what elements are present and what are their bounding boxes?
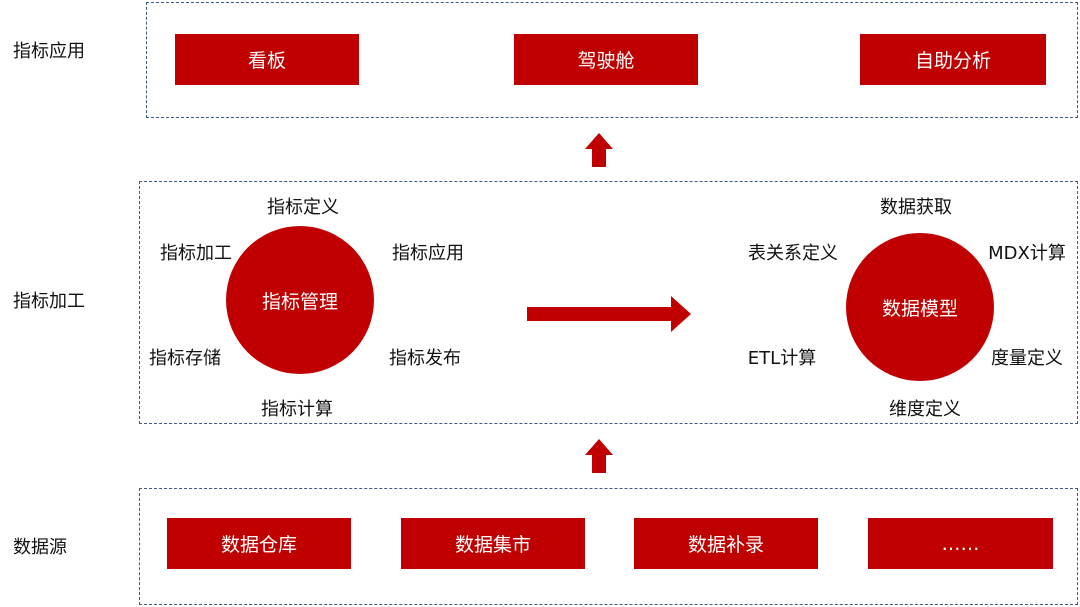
etl-calc-label: ETL计算 (747, 348, 817, 369)
metric-management-circle: 指标管理 (226, 226, 374, 374)
measure-definition-label: 度量定义 (991, 348, 1063, 369)
metric-processing-label: 指标加工 (160, 243, 232, 264)
app-box-dashboard: 看板 (175, 34, 359, 85)
dimension-definition-label: 维度定义 (889, 399, 961, 420)
metric-publish-label: 指标发布 (389, 348, 461, 369)
table-relation-label: 表关系定义 (748, 243, 838, 264)
right-arrow-icon (527, 296, 691, 332)
data-acquisition-label: 数据获取 (880, 197, 952, 218)
mdx-calc-label: MDX计算 (988, 243, 1066, 264)
apps-panel (146, 2, 1078, 118)
metric-storage-label: 指标存储 (149, 348, 221, 369)
row-label-processing: 指标加工 (13, 291, 85, 312)
metric-calculation-label: 指标计算 (261, 399, 333, 420)
up-arrow-icon (585, 439, 613, 473)
processing-panel (139, 181, 1078, 424)
row-label-sources: 数据源 (13, 537, 67, 558)
metric-definition-label: 指标定义 (267, 197, 339, 218)
row-label-apps: 指标应用 (13, 41, 85, 62)
source-box-mart: 数据集市 (401, 518, 585, 569)
up-arrow-icon (585, 133, 613, 167)
data-model-circle: 数据模型 (846, 233, 994, 381)
source-box-more: …… (868, 518, 1053, 569)
sources-panel (139, 488, 1078, 605)
source-box-warehouse: 数据仓库 (167, 518, 351, 569)
source-box-supplement: 数据补录 (634, 518, 818, 569)
app-box-cockpit: 驾驶舱 (514, 34, 698, 85)
app-box-self-analysis: 自助分析 (860, 34, 1046, 85)
metric-application-label: 指标应用 (392, 243, 464, 264)
